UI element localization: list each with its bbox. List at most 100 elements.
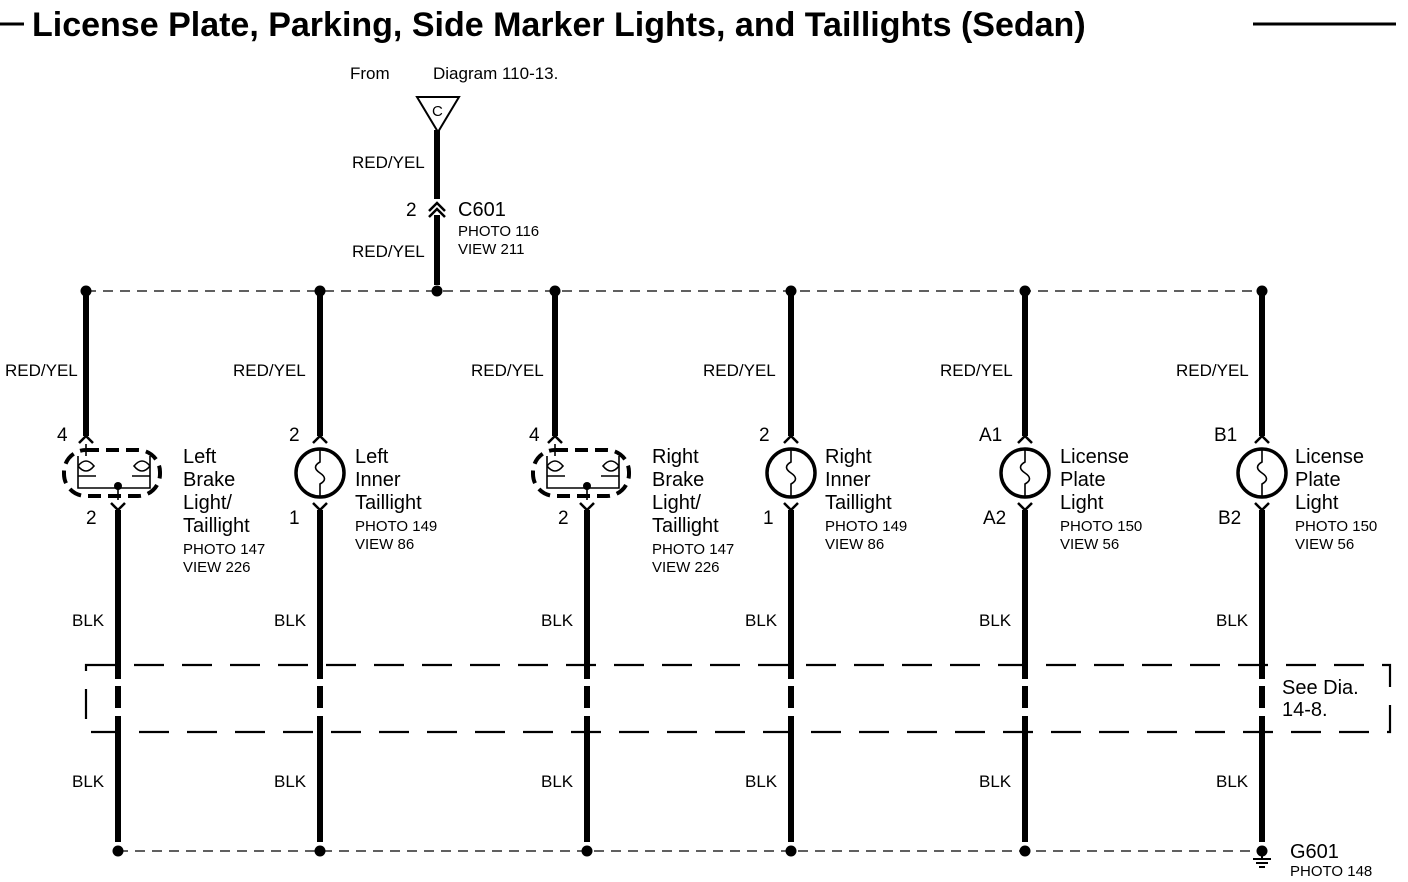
- pin-bottom: 1: [763, 508, 774, 529]
- component-name-line: Plate: [1060, 469, 1106, 491]
- component-photo: PHOTO 149: [825, 518, 907, 535]
- component-name-line: Left: [183, 446, 217, 468]
- ground-wire-color-upper: BLK: [72, 611, 105, 630]
- filament-right-icon: [601, 460, 620, 477]
- ground-wire-color-lower: BLK: [745, 772, 778, 791]
- pin-bottom: 2: [86, 508, 97, 529]
- feed-wire-color-upper: RED/YEL: [352, 153, 425, 172]
- component-photo: PHOTO 147: [183, 541, 265, 558]
- filament-left-icon: [546, 460, 565, 477]
- supply-wire-color: RED/YEL: [1176, 361, 1249, 380]
- top-pin-connector-icon: [547, 434, 563, 444]
- component-name-line: Light/: [652, 492, 701, 514]
- ground-wire-color-upper: BLK: [541, 611, 574, 630]
- pin-top: 4: [529, 425, 540, 446]
- ground-bus-junction: [785, 845, 797, 857]
- pin-top: B1: [1214, 425, 1237, 446]
- component-name-line: License: [1060, 446, 1129, 468]
- offpage-connector-letter: C: [432, 103, 443, 120]
- component-view: VIEW 56: [1295, 536, 1354, 553]
- component-name-line: Inner: [825, 469, 871, 491]
- component-view: VIEW 226: [652, 559, 720, 576]
- component-name-line: Light: [1295, 492, 1339, 514]
- light-column-license-a: RED/YELA1A2BLKBLKLicensePlateLightPHOTO …: [940, 285, 1142, 857]
- ground-wire-color-upper: BLK: [274, 611, 307, 630]
- supply-wire-color: RED/YEL: [471, 361, 544, 380]
- component-name-line: Light/: [183, 492, 232, 514]
- bottom-pin-connector-icon: [1017, 502, 1033, 512]
- pin-bottom: A2: [983, 508, 1006, 529]
- bulb-filament-icon: [1256, 450, 1268, 497]
- component-photo: PHOTO 150: [1060, 518, 1142, 535]
- component-name-line: Inner: [355, 469, 401, 491]
- light-column-right-inner: RED/YEL21BLKBLKRightInnerTaillightPHOTO …: [703, 285, 907, 857]
- ground-name: G601: [1290, 841, 1339, 863]
- component-photo: PHOTO 147: [652, 541, 734, 558]
- page-title: License Plate, Parking, Side Marker Ligh…: [32, 6, 1086, 44]
- from-label: From: [350, 64, 390, 83]
- component-view: VIEW 226: [183, 559, 251, 576]
- ground-wire-color-lower: BLK: [1216, 772, 1249, 791]
- pin-bottom: 2: [558, 508, 569, 529]
- component-view: VIEW 86: [825, 536, 884, 553]
- component-name-line: Light: [1060, 492, 1104, 514]
- component-view: VIEW 56: [1060, 536, 1119, 553]
- component-name-line: Right: [825, 446, 872, 468]
- ground-wire-color-upper: BLK: [1216, 611, 1249, 630]
- component-name-line: Taillight: [825, 492, 892, 514]
- component-name-line: Left: [355, 446, 389, 468]
- top-pin-connector-icon: [1254, 434, 1270, 444]
- bulb-filament-icon: [1019, 450, 1031, 497]
- pin-top: 2: [759, 425, 770, 446]
- pin-bottom: 1: [289, 508, 300, 529]
- pin-top: A1: [979, 425, 1002, 446]
- ground-bus-junction: [314, 845, 326, 857]
- component-name-line: Right: [652, 446, 699, 468]
- supply-wire-color: RED/YEL: [5, 361, 78, 380]
- ground-wire-color-upper: BLK: [979, 611, 1012, 630]
- top-pin-connector-icon: [78, 434, 94, 444]
- component-name-line: Taillight: [183, 515, 250, 537]
- bottom-pin-connector-icon: [783, 502, 799, 512]
- ground-wire-color-lower: BLK: [72, 772, 105, 791]
- supply-wire-color: RED/YEL: [233, 361, 306, 380]
- filament-left-icon: [77, 460, 96, 477]
- bottom-pin-connector-icon: [579, 502, 595, 512]
- top-pin-connector-icon: [312, 434, 328, 444]
- c601-name: C601: [458, 199, 506, 221]
- component-name-line: Taillight: [355, 492, 422, 514]
- pin-top: 2: [289, 425, 300, 446]
- component-name-line: Brake: [652, 469, 704, 491]
- c601-photo: PHOTO 116: [458, 223, 539, 240]
- supply-wire-color: RED/YEL: [703, 361, 776, 380]
- from-diagram-ref: Diagram 110-13.: [433, 64, 558, 83]
- offpage-connector-triangle-icon: [415, 96, 461, 134]
- see-dia-box: [84, 663, 1392, 734]
- ground-wire-color-lower: BLK: [274, 772, 307, 791]
- c601-connector-icon: [428, 201, 446, 218]
- bulb-filament-icon: [785, 450, 797, 497]
- feed-wire-color-lower: RED/YEL: [352, 242, 425, 261]
- component-name-line: Brake: [183, 469, 235, 491]
- component-name-line: Plate: [1295, 469, 1341, 491]
- ground-wire-color-lower: BLK: [979, 772, 1012, 791]
- ground-wire-color-lower: BLK: [541, 772, 574, 791]
- bulb-frame: [77, 456, 151, 489]
- component-view: VIEW 86: [355, 536, 414, 553]
- light-column-license-b: RED/YELB1B2BLKBLKLicensePlateLightPHOTO …: [1176, 285, 1377, 857]
- pin-top: 4: [57, 425, 68, 446]
- ground-photo: PHOTO 148: [1290, 863, 1372, 880]
- light-columns: RED/YEL42BLKBLKLeftBrakeLight/TaillightP…: [5, 285, 1377, 857]
- component-photo: PHOTO 149: [355, 518, 437, 535]
- c601-pin: 2: [406, 200, 417, 221]
- see-dia-line2: 14-8.: [1282, 699, 1328, 721]
- bottom-pin-connector-icon: [110, 502, 126, 512]
- component-name-line: License: [1295, 446, 1364, 468]
- bus-junction-feed: [431, 285, 443, 297]
- component-name-line: Taillight: [652, 515, 719, 537]
- bottom-pin-connector-icon: [1254, 502, 1270, 512]
- bottom-pin-connector-icon: [312, 502, 328, 512]
